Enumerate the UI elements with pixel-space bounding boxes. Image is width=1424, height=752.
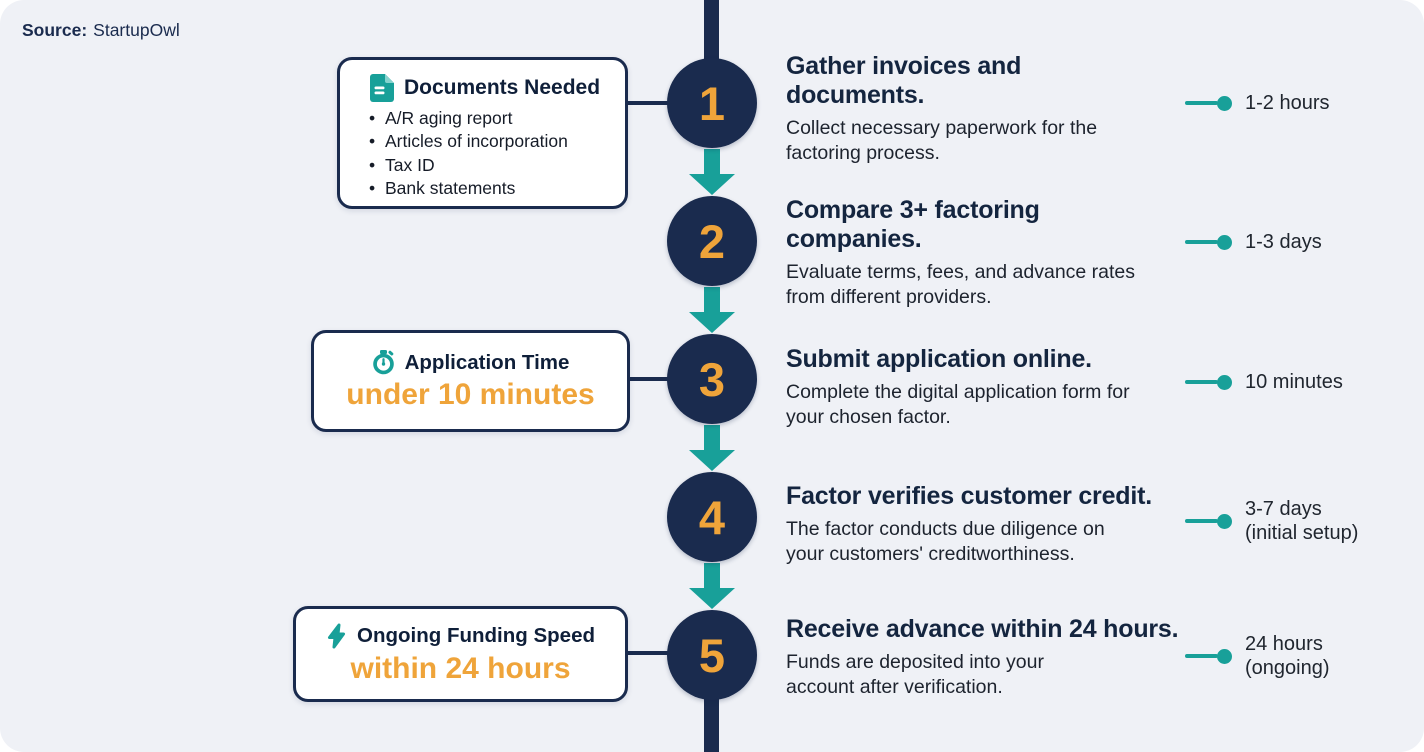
step-1-marker: 1 <box>667 58 757 148</box>
application-time-value: under 10 minutes <box>346 378 595 411</box>
list-item: A/R aging report <box>366 107 613 131</box>
step-3-duration: 10 minutes <box>1185 352 1343 412</box>
arrow-down-icon <box>689 149 735 195</box>
step-3-content: Submit application online. Complete the … <box>786 345 1206 430</box>
step-3-marker: 3 <box>667 334 757 424</box>
step-3-number: 3 <box>698 352 726 406</box>
arrow-down-icon <box>689 287 735 333</box>
step-3-title: Submit application online. <box>786 345 1092 373</box>
document-icon <box>370 74 394 102</box>
duration-dot-icon <box>1217 513 1232 529</box>
timeline-spine-bottom <box>704 697 719 752</box>
step-1-duration: 1-2 hours <box>1185 73 1330 133</box>
documents-needed-header: Documents Needed <box>370 74 613 102</box>
documents-needed-list: A/R aging report Articles of incorporati… <box>360 107 613 201</box>
connector-funding-speed-box <box>626 651 668 655</box>
step-2-title: Compare 3+ factoring companies. <box>786 196 1040 253</box>
step-2-marker: 2 <box>667 196 757 286</box>
duration-dot-icon <box>1217 648 1232 664</box>
connector-application-time-box <box>628 377 668 381</box>
step-2-duration-label: 1-3 days <box>1245 230 1322 253</box>
step-5-duration-label: 24 hours (ongoing) <box>1245 632 1330 679</box>
connector-documents-box <box>626 101 668 105</box>
step-4-content: Factor verifies customer credit. The fac… <box>786 482 1206 567</box>
funding-speed-title: Ongoing Funding Speed <box>357 623 595 647</box>
step-5-marker: 5 <box>667 610 757 700</box>
funding-speed-box: Ongoing Funding Speed within 24 hours <box>293 606 628 702</box>
timeline-spine-top <box>704 0 719 61</box>
documents-needed-box: Documents Needed A/R aging report Articl… <box>337 57 628 209</box>
list-item: Tax ID <box>366 154 613 178</box>
step-5-title: Receive advance within 24 hours. <box>786 615 1179 643</box>
duration-line <box>1185 239 1218 245</box>
step-1-content: Gather invoices and documents. Collect n… <box>786 52 1206 166</box>
step-4-title: Factor verifies customer credit. <box>786 482 1152 510</box>
step-5-duration: 24 hours (ongoing) <box>1185 626 1330 686</box>
step-4-number: 4 <box>698 490 726 544</box>
funding-speed-value: within 24 hours <box>350 651 571 685</box>
duration-line <box>1185 379 1218 385</box>
duration-dot-icon <box>1217 95 1232 111</box>
duration-line <box>1185 518 1218 524</box>
source-value: StartupOwl <box>93 20 180 40</box>
duration-dot-icon <box>1217 234 1232 250</box>
step-4-marker: 4 <box>667 472 757 562</box>
arrow-down-icon <box>689 425 735 471</box>
duration-line <box>1185 653 1218 659</box>
step-5-content: Receive advance within 24 hours. Funds a… <box>786 615 1206 700</box>
lightning-icon <box>328 623 345 648</box>
application-time-box: Application Time under 10 minutes <box>311 330 630 432</box>
application-time-title: Application Time <box>404 350 570 374</box>
step-4-duration-label: 3-7 days (initial setup) <box>1245 497 1359 544</box>
step-2-content: Compare 3+ factoring companies. Evaluate… <box>786 196 1206 310</box>
step-3-description: Complete the digital application form fo… <box>786 381 1130 428</box>
step-1-duration-label: 1-2 hours <box>1245 91 1330 114</box>
duration-dot-icon <box>1217 374 1232 390</box>
list-item: Bank statements <box>366 177 613 201</box>
step-4-duration: 3-7 days (initial setup) <box>1185 491 1358 551</box>
step-5-number: 5 <box>698 628 726 682</box>
step-2-description: Evaluate terms, fees, and advance rates … <box>786 261 1136 308</box>
duration-line <box>1185 100 1218 106</box>
stopwatch-icon <box>372 350 394 375</box>
list-item: Articles of incorporation <box>366 130 613 154</box>
step-1-number: 1 <box>698 76 726 130</box>
step-1-description: Collect necessary paperwork for the fact… <box>786 117 1098 164</box>
arrow-down-icon <box>689 563 735 609</box>
source-attribution: Source:StartupOwl <box>22 20 180 41</box>
step-2-number: 2 <box>698 214 726 268</box>
source-label: Source: <box>22 20 88 40</box>
documents-needed-title: Documents Needed <box>404 76 601 99</box>
step-5-description: Funds are deposited into your account af… <box>786 651 1044 698</box>
step-3-duration-label: 10 minutes <box>1245 370 1343 393</box>
application-time-header: Application Time <box>372 350 570 375</box>
funding-speed-header: Ongoing Funding Speed <box>326 623 595 649</box>
step-2-duration: 1-3 days <box>1185 212 1322 272</box>
step-1-title: Gather invoices and documents. <box>786 52 1022 109</box>
step-4-description: The factor conducts due diligence on you… <box>786 518 1105 565</box>
